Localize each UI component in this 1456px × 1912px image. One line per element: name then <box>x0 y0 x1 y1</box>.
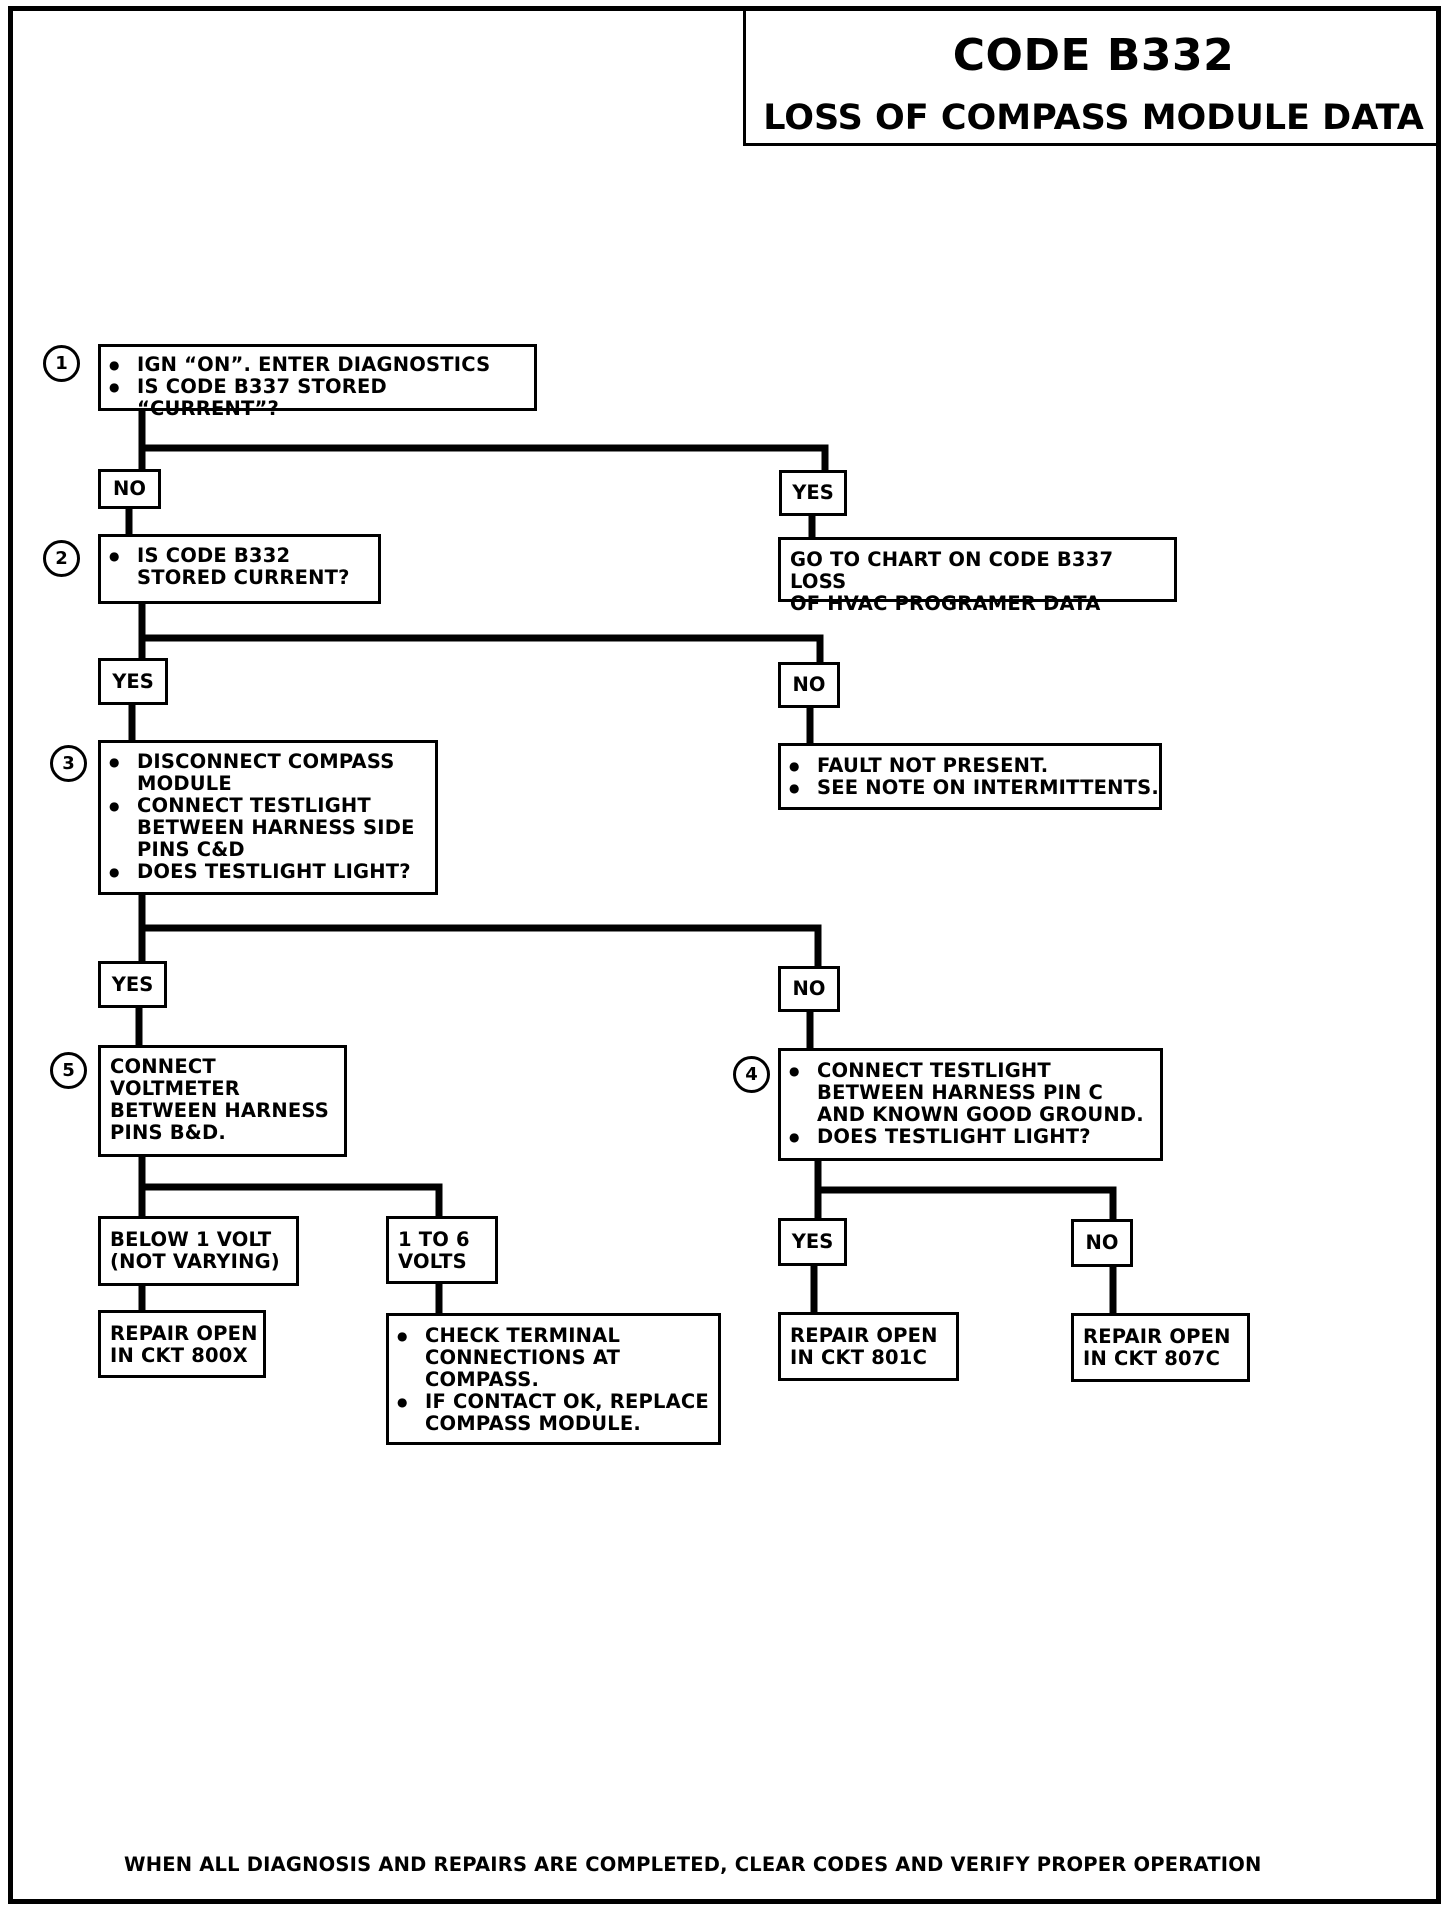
below-1-volt-box: BELOW 1 VOLT (NOT VARYING) <box>98 1216 299 1286</box>
step-1-box: IGN “ON”. ENTER DIAGNOSTICS IS CODE B337… <box>98 344 537 420</box>
title-box: CODE B332 LOSS OF COMPASS MODULE DATA <box>743 6 1441 146</box>
repair-801c-text: REPAIR OPEN IN CKT 801C <box>790 1324 938 1369</box>
chart-subtitle: LOSS OF COMPASS MODULE DATA <box>763 98 1424 138</box>
step-2-box: IS CODE B332 STORED CURRENT? <box>98 534 381 604</box>
step-4-bullet: DOES TESTLIGHT LIGHT? <box>781 1126 1160 1149</box>
step-4-marker: 4 <box>733 1056 770 1093</box>
step-3-marker: 3 <box>50 745 87 782</box>
step-3-bullet: DISCONNECT COMPASS MODULE <box>101 751 435 795</box>
step-4-bullet: CONNECT TESTLIGHT BETWEEN HARNESS PIN C … <box>781 1060 1160 1126</box>
step-3-bullet: CONNECT TESTLIGHT BETWEEN HARNESS SIDE P… <box>101 795 435 861</box>
repair-807c-box: REPAIR OPEN IN CKT 807C <box>1071 1313 1250 1382</box>
step-2-marker: 2 <box>43 540 80 577</box>
check-terminal-bullet: IF CONTACT OK, REPLACE COMPASS MODULE. <box>389 1391 718 1435</box>
one-to-six-volts-box: 1 TO 6 VOLTS <box>386 1216 498 1284</box>
fault-not-present-box: FAULT NOT PRESENT. SEE NOTE ON INTERMITT… <box>778 743 1162 810</box>
branch-no-3: NO <box>778 966 840 1012</box>
branch-yes-2: YES <box>98 658 168 705</box>
step-5-box: CONNECT VOLTMETER BETWEEN HARNESS PINS B… <box>98 1045 347 1157</box>
check-terminal-bullet: CHECK TERMINAL CONNECTIONS AT COMPASS. <box>389 1325 718 1391</box>
step-5-marker: 5 <box>50 1052 87 1089</box>
goto-b337-text: GO TO CHART ON CODE B337 LOSS OF HVAC PR… <box>790 548 1114 615</box>
branch-yes-3: YES <box>98 961 167 1008</box>
step-2-bullet: IS CODE B332 STORED CURRENT? <box>101 545 378 589</box>
chart-code: CODE B332 <box>952 30 1235 81</box>
check-terminal-box: CHECK TERMINAL CONNECTIONS AT COMPASS. I… <box>386 1313 721 1445</box>
step-1-marker: 1 <box>43 345 80 382</box>
page-frame <box>8 6 1441 1904</box>
branch-yes-1: YES <box>779 470 847 516</box>
below-1-volt-text: BELOW 1 VOLT (NOT VARYING) <box>110 1228 280 1273</box>
one-to-six-volts-text: 1 TO 6 VOLTS <box>398 1228 470 1273</box>
step-1-bullet: IGN “ON”. ENTER DIAGNOSTICS <box>101 354 534 377</box>
goto-b337-box: GO TO CHART ON CODE B337 LOSS OF HVAC PR… <box>778 537 1177 615</box>
repair-807c-text: REPAIR OPEN IN CKT 807C <box>1083 1325 1231 1370</box>
step-5-text: CONNECT VOLTMETER BETWEEN HARNESS PINS B… <box>110 1055 330 1144</box>
branch-no-1: NO <box>98 469 161 509</box>
step-3-bullet: DOES TESTLIGHT LIGHT? <box>101 861 435 884</box>
branch-no-2: NO <box>778 662 840 708</box>
branch-no-4: NO <box>1071 1219 1133 1267</box>
repair-801c-box: REPAIR OPEN IN CKT 801C <box>778 1312 959 1381</box>
fault-bullet: FAULT NOT PRESENT. <box>781 755 1159 778</box>
repair-800x-box: REPAIR OPEN IN CKT 800X <box>98 1310 266 1378</box>
repair-800x-text: REPAIR OPEN IN CKT 800X <box>110 1322 258 1367</box>
step-4-box: CONNECT TESTLIGHT BETWEEN HARNESS PIN C … <box>778 1048 1163 1161</box>
step-1-bullet: IS CODE B337 STORED “CURRENT”? <box>101 376 534 420</box>
step-3-box: DISCONNECT COMPASS MODULE CONNECT TESTLI… <box>98 740 438 895</box>
fault-bullet: SEE NOTE ON INTERMITTENTS. <box>781 777 1159 800</box>
branch-yes-4: YES <box>778 1218 847 1266</box>
footer-note: WHEN ALL DIAGNOSIS AND REPAIRS ARE COMPL… <box>124 1853 1262 1876</box>
